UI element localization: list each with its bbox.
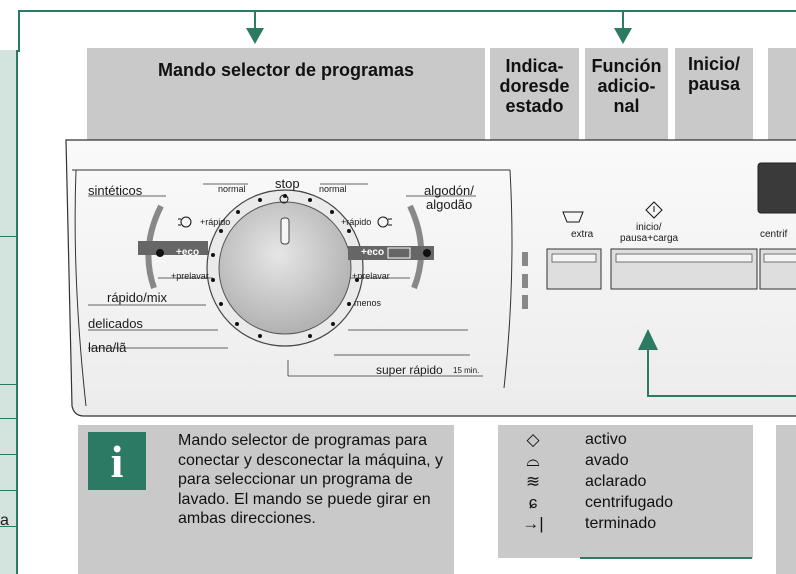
- pause-load-label: pausa+carga: [620, 233, 679, 244]
- extra-button-label: extra: [571, 229, 594, 240]
- dial-rapido-left-label: +rápido: [200, 217, 231, 227]
- dial-prelavar-right-label: +prelavar: [352, 271, 390, 281]
- dial-algodon-label[interactable]: algodón/: [424, 183, 474, 198]
- extra-rinse-icon: [562, 211, 584, 223]
- dial-rapido-right-label: +rápido: [341, 217, 372, 227]
- status-indicators: [522, 252, 528, 309]
- legend-underline: [580, 557, 752, 559]
- dial-menos-label: menos: [354, 298, 382, 308]
- dial-normal-right-label: normal: [319, 184, 347, 194]
- dial-stop-label: stop: [275, 176, 300, 191]
- eco-icon-right: [423, 249, 431, 257]
- legend-label-wash: avado: [585, 452, 629, 469]
- dial-pointer: [280, 217, 290, 245]
- legend-label-end: terminado: [585, 515, 657, 532]
- display-screen: [757, 162, 796, 214]
- legend-label-active: activo: [585, 431, 627, 448]
- dial-super-rapido-label[interactable]: super rápido: [376, 363, 443, 377]
- dial-eco-right-label: +eco: [361, 247, 385, 258]
- eco-icon-left: [156, 249, 164, 257]
- quick-icon-right: [377, 216, 392, 228]
- left-frame-line: [18, 10, 20, 52]
- quick-icon-left: [178, 216, 192, 228]
- arrow-down-icon: [246, 10, 264, 44]
- left-strip-text: a: [0, 512, 9, 529]
- header-program-selector: Mando selector de programas: [87, 48, 485, 143]
- dial-sinteticos-label[interactable]: sintéticos: [88, 183, 143, 198]
- dial-delicados-label[interactable]: delicados: [88, 316, 143, 331]
- start-button-label: inicio/: [636, 222, 662, 233]
- spin-icon: ɕ: [528, 493, 538, 512]
- top-frame-line: [18, 10, 796, 12]
- dial-eco-left-label: +eco: [176, 247, 200, 258]
- program-dial-knob[interactable]: [218, 201, 352, 335]
- legend-panel: [498, 425, 753, 558]
- legend-label-spin: centrifugado: [585, 494, 674, 511]
- header-status-indicators: Indica- doresde estado: [490, 48, 579, 143]
- load-icon: [387, 247, 411, 259]
- dial-prelavar-left-label: +prelavar: [171, 271, 209, 281]
- header-start-pause: Inicio/ pausa: [675, 48, 753, 143]
- start-icon: [645, 201, 663, 219]
- dial-lana-label[interactable]: lana/lã: [88, 340, 127, 355]
- legend-label-rinse: aclarado: [585, 473, 647, 490]
- header-additional-function: Función adicio- nal: [585, 48, 668, 143]
- info-icon: i: [88, 432, 146, 490]
- start-pause-icon: ◇: [526, 430, 540, 449]
- arrow-down-icon: [614, 10, 632, 44]
- dial-super-rapido-time: 15 min.: [453, 366, 480, 375]
- left-side-strip: a: [0, 50, 18, 574]
- program-dial-area: [88, 162, 796, 397]
- dial-rapido-mix-label[interactable]: rápido/mix: [107, 290, 167, 305]
- right-info-panel: [776, 425, 796, 574]
- dial-algodao-label: algodão: [426, 197, 473, 212]
- wash-icon: ⌓: [526, 451, 540, 470]
- header-next: [768, 48, 796, 143]
- info-description: Mando selector de programas para conecta…: [178, 432, 444, 527]
- end-icon: →|: [522, 514, 544, 533]
- spin-button-label: centrif: [760, 229, 788, 240]
- rinse-icon: ≋: [525, 472, 541, 491]
- dial-normal-left-label: normal: [218, 184, 246, 194]
